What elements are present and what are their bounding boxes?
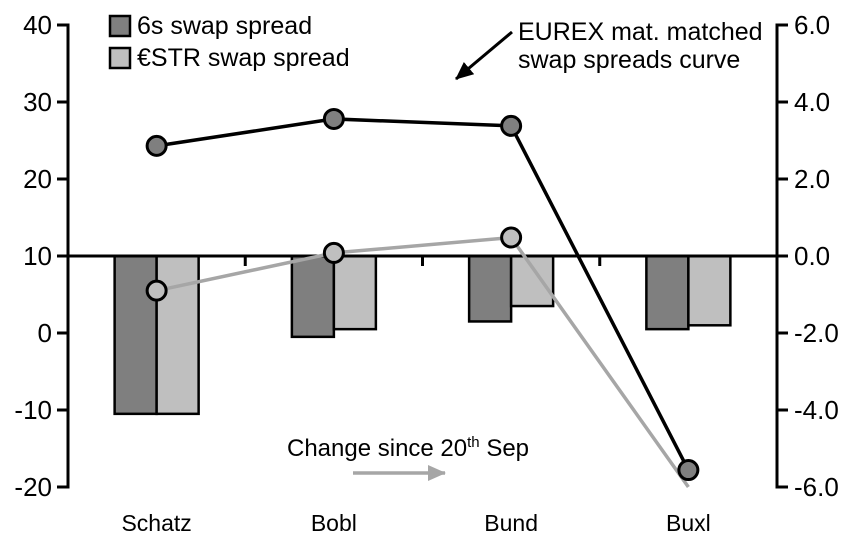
bar-6s-schatz — [113, 254, 158, 416]
bar-6s-bobl — [290, 254, 336, 339]
bar-estr-bund — [509, 254, 555, 308]
legend-label-6s: 6s swap spread — [137, 12, 312, 40]
left-axis-tick-label: 0 — [38, 318, 52, 348]
legend-swatch-6s — [108, 14, 132, 38]
curve-estr — [156, 235, 690, 489]
bar-estr-schatz — [155, 254, 200, 416]
marker-estr-bobl — [322, 241, 345, 264]
left-axis-tick-label: -20 — [14, 472, 52, 502]
category-label-buxl: Buxl — [666, 510, 711, 536]
change-annotation-prefix: Change since 20 — [287, 435, 467, 462]
category-label-schatz: Schatz — [121, 510, 191, 536]
marker-6s-bobl — [322, 107, 345, 130]
marker-6s-buxl — [677, 459, 700, 482]
left-axis-tick-label: 30 — [23, 87, 52, 117]
legend-swatch-estr — [108, 46, 132, 70]
left-axis-tick-label: 40 — [23, 10, 52, 40]
curve-6s — [156, 117, 690, 471]
right-axis-tick-label: 6.0 — [794, 10, 830, 40]
change-annotation: Change since 20th Sep — [287, 434, 529, 462]
bar-6s-buxl — [645, 254, 690, 331]
change-annotation-suffix: Sep — [480, 435, 529, 462]
category-label-bobl: Bobl — [311, 510, 357, 536]
right-axis-tick-label: -2.0 — [794, 318, 839, 348]
right-axis-tick-label: 4.0 — [794, 87, 830, 117]
category-label-bund: Bund — [484, 510, 538, 536]
right-axis-tick-label: 2.0 — [794, 164, 830, 194]
bar-estr-bobl — [332, 254, 378, 331]
eurex-arrow — [455, 30, 513, 81]
legend-label-estr: €STR swap spread — [137, 44, 350, 72]
marker-6s-schatz — [145, 134, 168, 157]
bar-estr-buxl — [687, 254, 732, 327]
left-axis-tick-label: 20 — [23, 164, 52, 194]
eurex-annotation-line1: EUREX mat. matched — [518, 18, 763, 46]
change-annotation-superscript: th — [467, 434, 480, 451]
marker-estr-bund — [500, 226, 523, 249]
marker-estr-schatz — [145, 279, 168, 302]
bar-6s-bund — [467, 254, 513, 323]
right-axis-tick-label: -6.0 — [794, 472, 839, 502]
left-axis-tick-label: -10 — [14, 395, 52, 425]
left-axis-tick-label: 10 — [23, 241, 52, 271]
right-axis-tick-label: 0.0 — [794, 241, 830, 271]
eurex-annotation-line2: swap spreads curve — [518, 46, 740, 74]
right-axis-tick-label: -4.0 — [794, 395, 839, 425]
marker-6s-bund — [500, 114, 523, 137]
